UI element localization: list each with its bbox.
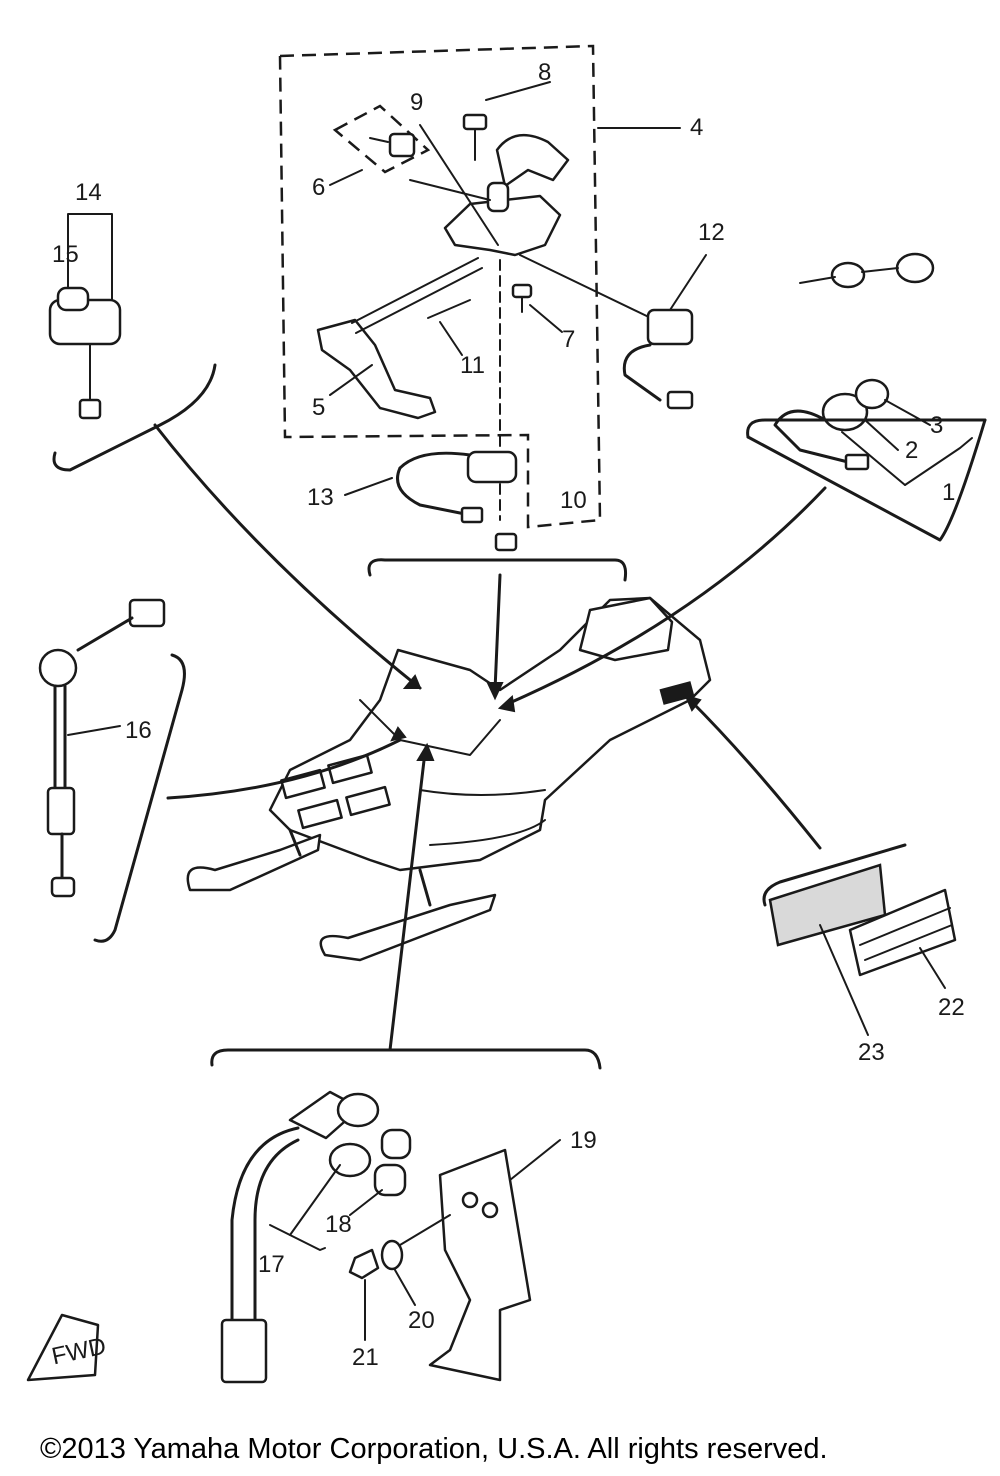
throttle-group-bracket [367,558,627,582]
callout-5: 5 [312,394,325,421]
headlight-group [210,1048,602,1384]
callout-13: 13 [307,484,334,511]
callout-9: 9 [410,89,423,116]
copyright-notice: ©2013 Yamaha Motor Corporation, U.S.A. A… [40,1433,828,1465]
light-switch-group [48,213,217,472]
throttle-lever-assembly [278,44,681,529]
tail-light-group [762,843,957,1036]
callout-2: 2 [905,437,918,464]
throttle-switch-cable [344,450,518,552]
snowmobile-body [186,596,712,962]
leader-arrows [153,423,827,1052]
callout-8: 8 [538,59,551,86]
callout-23: 23 [858,1039,885,1066]
callout-19: 19 [570,1127,597,1154]
callout-12: 12 [698,219,725,246]
callout-6: 6 [312,174,325,201]
callout-1: 1 [942,479,955,506]
callout-10: 10 [560,487,587,514]
callout-20: 20 [408,1307,435,1334]
callout-numbers: 1 2 3 4 5 6 7 8 9 10 11 12 13 14 15 16 1… [52,59,965,1371]
callout-18: 18 [325,1211,352,1238]
callout-11: 11 [460,352,485,379]
callout-14: 14 [75,179,102,206]
callout-15: 15 [52,241,79,268]
callout-22: 22 [938,994,965,1021]
callout-21: 21 [352,1344,379,1371]
callout-17: 17 [258,1251,285,1278]
callout-7: 7 [562,326,575,353]
speedometer-cable-part [38,598,186,943]
callout-3: 3 [930,412,943,439]
forward-direction-arrow-icon: FWD [26,1313,108,1382]
callout-16: 16 [125,717,152,744]
callout-4: 4 [690,114,703,141]
emergency-switch-part [622,254,707,410]
main-switch-group [746,252,987,542]
